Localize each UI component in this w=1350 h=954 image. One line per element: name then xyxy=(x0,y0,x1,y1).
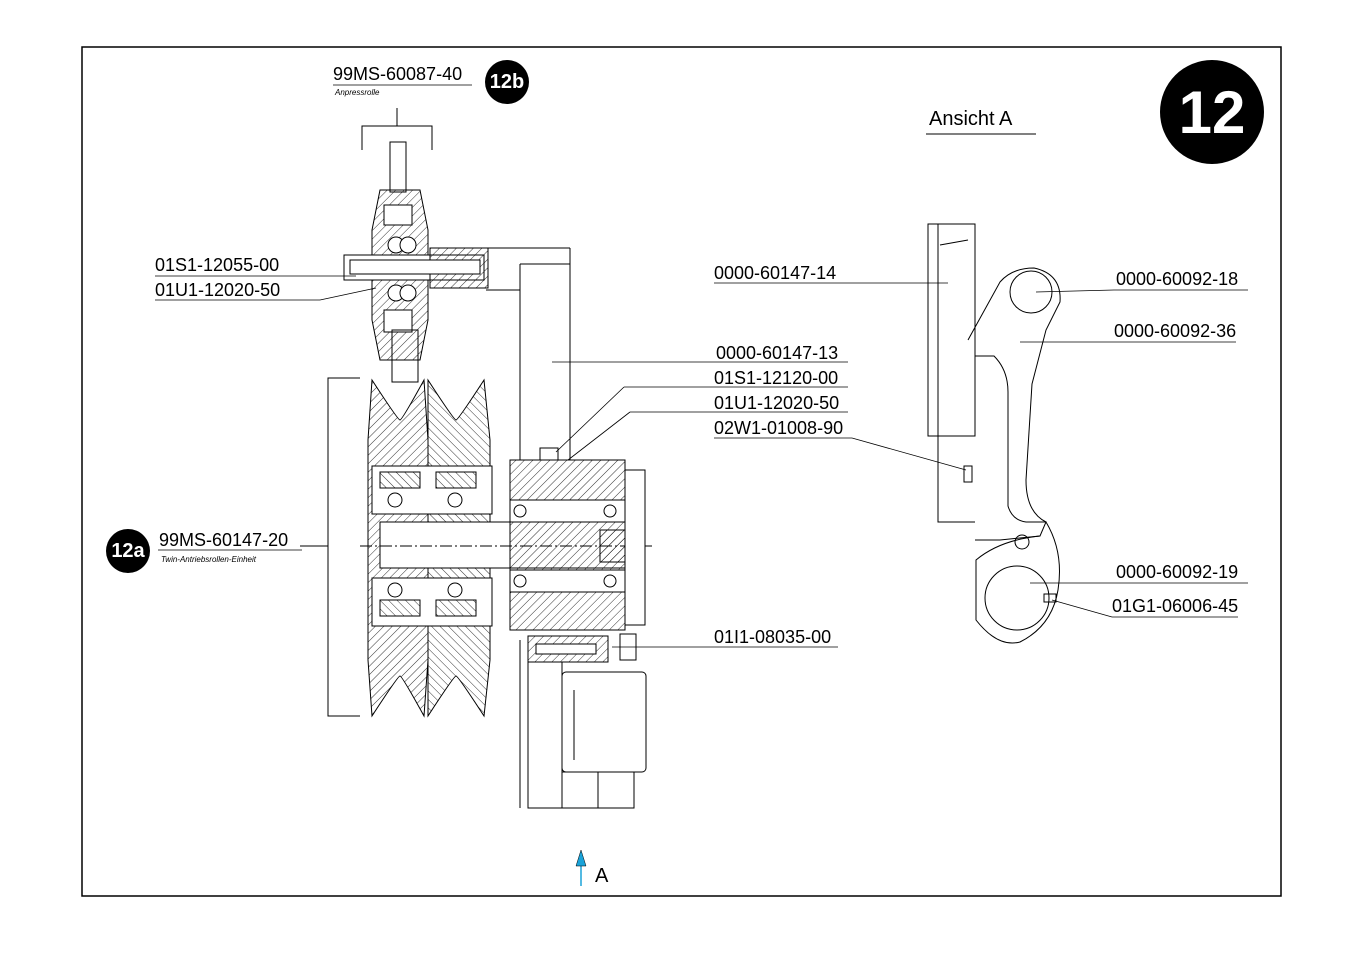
pressure-roller-part: 99MS-60087-40 xyxy=(333,64,462,84)
view-title: Ansicht A xyxy=(929,108,1012,130)
arrow-up-icon xyxy=(576,850,586,886)
part-label: 0000-60092-36 xyxy=(1114,321,1236,341)
part-label: 01S1-12055-00 xyxy=(155,255,279,275)
main-assembly-section xyxy=(300,108,655,808)
part-label: 02W1-01008-90 xyxy=(714,418,843,438)
part-label: 01S1-12120-00 xyxy=(714,368,838,388)
part-label: 0000-60092-18 xyxy=(1116,269,1238,289)
pressure-roller-description: Anpressrolle xyxy=(335,88,379,97)
part-label: 01G1-06006-45 xyxy=(1112,596,1238,616)
part-label: 01I1-08035-00 xyxy=(714,627,831,647)
part-label: 0000-60092-19 xyxy=(1116,562,1238,582)
part-label: 0000-60147-14 xyxy=(714,263,836,283)
leader-lines xyxy=(155,85,1248,647)
page-badge: 12 xyxy=(1160,60,1264,164)
twin-drive-roller-badge: 12a xyxy=(106,529,150,573)
part-label: 01U1-12020-50 xyxy=(155,280,280,300)
pressure-roller-badge: 12b xyxy=(485,60,529,104)
twin-drive-roller-part: 99MS-60147-20 xyxy=(159,530,288,550)
sheet-frame xyxy=(82,47,1281,896)
view-a-drawing xyxy=(926,134,1060,643)
part-label: 0000-60147-13 xyxy=(716,343,838,363)
twin-drive-roller-description: Twin-Antriebsrollen-Einheit xyxy=(161,555,256,564)
view-arrow-label: A xyxy=(595,866,608,886)
part-label: 01U1-12020-50 xyxy=(714,393,839,413)
